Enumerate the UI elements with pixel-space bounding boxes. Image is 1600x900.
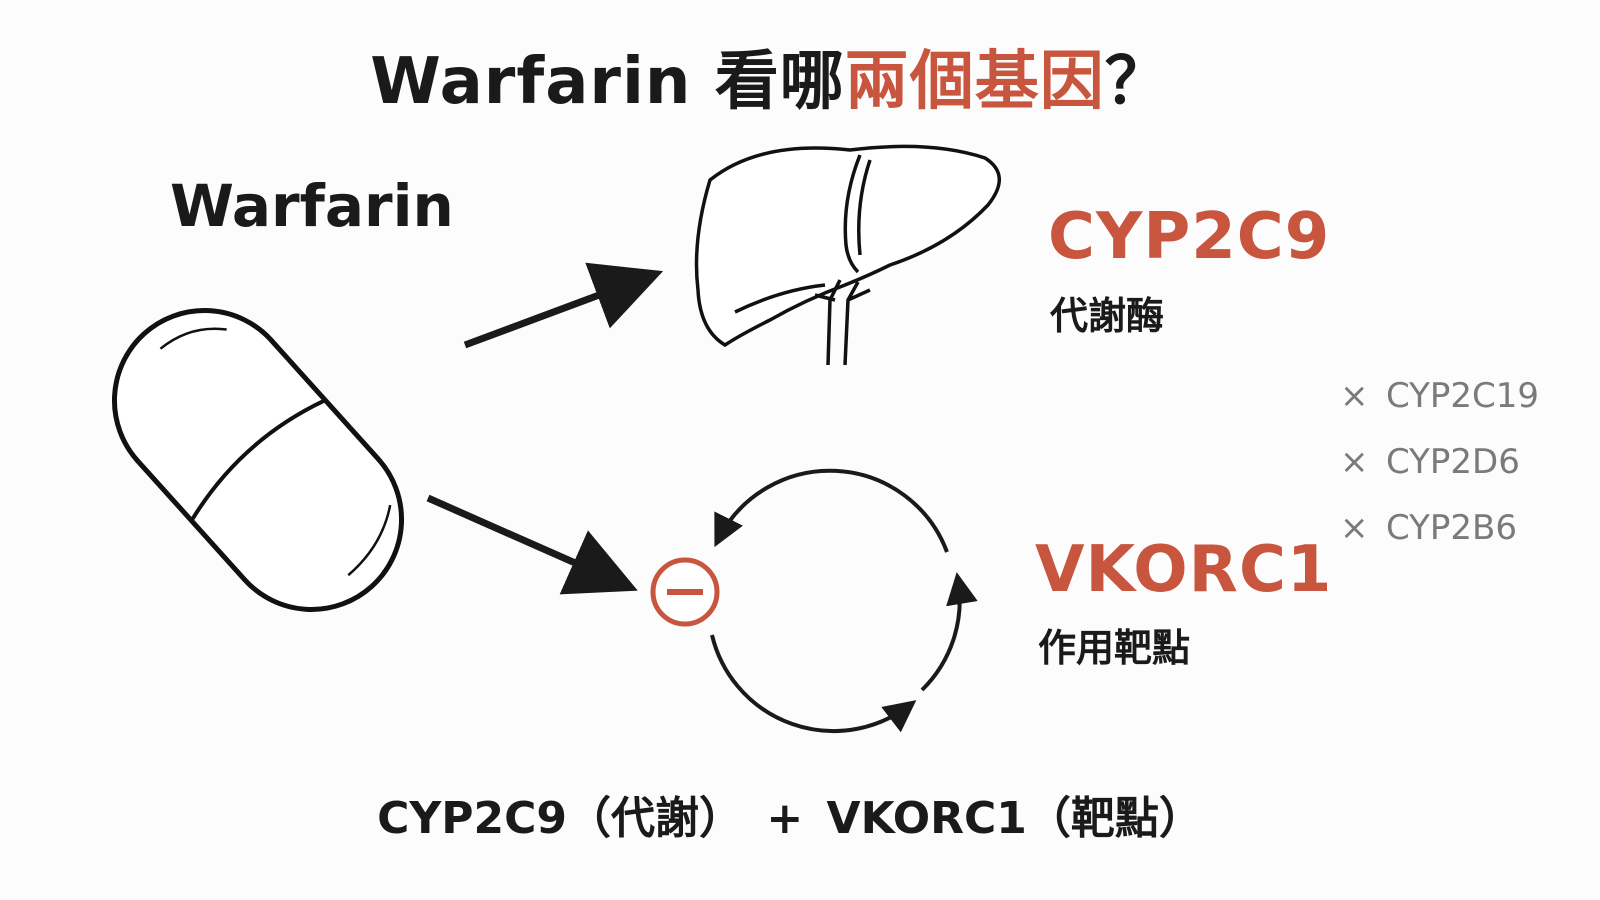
gene-vkorc1-role: 作用靶點: [1038, 626, 1191, 670]
title-accent: 兩個基因: [844, 45, 1105, 119]
liver-icon: [694, 144, 1001, 366]
arrow-to-liver: [463, 262, 664, 349]
excluded-gene-name: CYP2C19: [1386, 376, 1540, 416]
title-main: Warfarin 看哪: [370, 45, 845, 119]
pill-icon: [111, 308, 405, 612]
summary-line: CYP2C9（代謝） + VKORC1（靶點）: [0, 782, 1580, 846]
drug-label: Warfarin: [170, 172, 454, 240]
gene-vkorc1: VKORC1: [1035, 533, 1333, 607]
gene-cyp2c9: CYP2C9: [1048, 200, 1331, 274]
arrow-to-cycle: [426, 494, 638, 595]
excluded-gene-item: × CYP2D6: [1340, 429, 1539, 495]
summary-vkorc: VKORC1（靶點）: [826, 793, 1203, 844]
page-title: Warfarin 看哪兩個基因？: [0, 30, 1540, 122]
excluded-gene-name: CYP2B6: [1386, 508, 1518, 548]
cross-icon: ×: [1340, 442, 1369, 482]
inhibit-icon: [650, 557, 720, 627]
excluded-genes-list: × CYP2C19 × CYP2D6 × CYP2B6: [1340, 363, 1539, 561]
excluded-gene-item: × CYP2B6: [1340, 495, 1539, 561]
gene-cyp2c9-role: 代謝酶: [1050, 294, 1165, 338]
cross-icon: ×: [1340, 508, 1369, 548]
cross-icon: ×: [1340, 376, 1369, 416]
excluded-gene-name: CYP2D6: [1386, 442, 1520, 482]
summary-plus: +: [766, 793, 804, 844]
summary-cyp: CYP2C9（代謝）: [377, 793, 743, 844]
excluded-gene-item: × CYP2C19: [1340, 363, 1539, 429]
title-end: ？: [1104, 45, 1170, 119]
cycle-icon: [710, 468, 978, 734]
